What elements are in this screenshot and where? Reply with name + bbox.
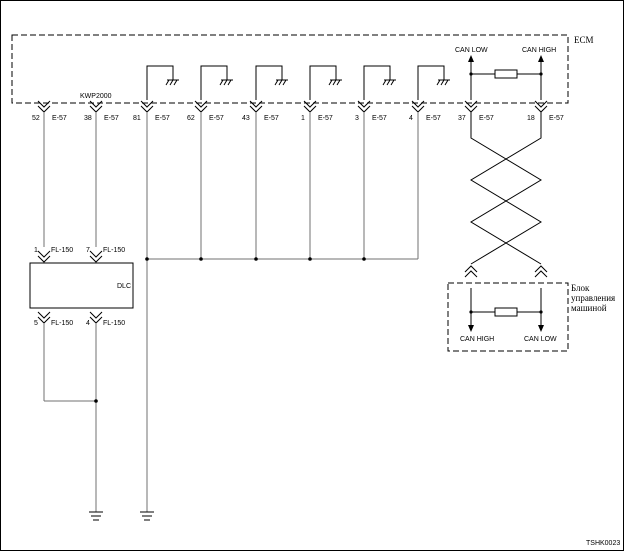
dlc-pin-number: 5 xyxy=(34,320,38,327)
cu-can-high-arrow-icon xyxy=(468,325,474,332)
control-unit-label-line-1: Блок xyxy=(571,283,590,293)
ground-bus-wires xyxy=(145,112,419,512)
ecm-ground-3 xyxy=(255,65,288,100)
ecm-termination-resistor xyxy=(494,69,518,79)
ecm-pin-connector: E-57 xyxy=(318,115,333,122)
dlc-pin-connector: FL-150 xyxy=(103,320,125,327)
control-unit-internal: CAN HIGH CAN LOW xyxy=(460,288,557,343)
can-twisted-pair xyxy=(470,112,542,265)
control-unit-label-line-2: управления xyxy=(571,293,615,303)
ecm-pin-connector: E-57 xyxy=(209,115,224,122)
figure-code: TSHK0023 xyxy=(586,540,620,547)
cu-can-low-arrow-icon xyxy=(538,325,544,332)
ecm-pin-connector: E-57 xyxy=(155,115,170,122)
ecm-pin-number: 18 xyxy=(527,115,535,122)
dlc-pin-number: 7 xyxy=(86,247,90,254)
ecm-pin-connector: E-57 xyxy=(549,115,564,122)
ecm-pin-connector: E-57 xyxy=(264,115,279,122)
ecm-ground-6 xyxy=(417,65,450,100)
ecm-pin-connector: E-57 xyxy=(52,115,67,122)
ecm-pin-number: 43 xyxy=(242,115,250,122)
ecm-box xyxy=(11,34,569,104)
dlc-pin-connector: FL-150 xyxy=(103,247,125,254)
dlc-pin-connector: FL-150 xyxy=(51,320,73,327)
ecm-pin-connector: E-57 xyxy=(104,115,119,122)
ecm-pin-connector: E-57 xyxy=(372,115,387,122)
dlc-label: DLC xyxy=(117,283,131,290)
control-unit-box xyxy=(447,282,569,352)
ecm-can-high-label: CAN HIGH xyxy=(522,47,556,54)
ecm-ground-2 xyxy=(200,65,233,100)
control-unit-label-line-3: машиной xyxy=(571,303,607,313)
ecm-pin-number: 1 xyxy=(301,115,305,122)
dlc-pin-connector: FL-150 xyxy=(51,247,73,254)
cu-can-high-label: CAN HIGH xyxy=(460,336,494,343)
ecm-pin-number: 4 xyxy=(409,115,413,122)
dlc-connector: 1 FL-150 7 FL-150 DLC 5 FL-150 4 FL-150 xyxy=(29,247,134,327)
dlc-pin-number: 4 xyxy=(86,320,90,327)
ecm-pin-number: 81 xyxy=(133,115,141,122)
kwp2000-label: KWP2000 xyxy=(80,93,112,100)
ecm-pin-number: 3 xyxy=(355,115,359,122)
chassis-ground-icon xyxy=(140,511,154,521)
ecm-pin-connector: E-57 xyxy=(426,115,441,122)
ecm-pin-number: 38 xyxy=(84,115,92,122)
ecm-can-low-label: CAN LOW xyxy=(455,47,488,54)
cu-can-low-label: CAN LOW xyxy=(524,336,557,343)
ecm-ground-4 xyxy=(309,65,342,100)
can-high-arrow-icon xyxy=(538,55,544,62)
chassis-ground-icon xyxy=(89,511,103,521)
ecm-pin-number: 62 xyxy=(187,115,195,122)
dlc-wires xyxy=(43,112,97,247)
dlc-ground-wires xyxy=(43,323,98,512)
cu-termination-resistor xyxy=(494,307,518,317)
ecm-pin-number: 37 xyxy=(458,115,466,122)
ecm-ground-1 xyxy=(146,65,179,100)
ecm-ground-5 xyxy=(363,65,396,100)
can-low-arrow-icon xyxy=(468,55,474,62)
dlc-box xyxy=(29,262,134,309)
ecm-label: ECM xyxy=(574,35,594,45)
ecm-pin-connector: E-57 xyxy=(479,115,494,122)
control-unit-terminals xyxy=(464,265,548,278)
ecm-internal-grounds xyxy=(146,65,450,100)
ecm-pin-labels: 52 E-57 38 E-57 81 E-57 62 E-57 43 E-57 … xyxy=(32,115,564,122)
ecm-can-internal: CAN LOW CAN HIGH xyxy=(455,47,556,100)
ecm-pin-number: 52 xyxy=(32,115,40,122)
dlc-pin-number: 1 xyxy=(34,247,38,254)
